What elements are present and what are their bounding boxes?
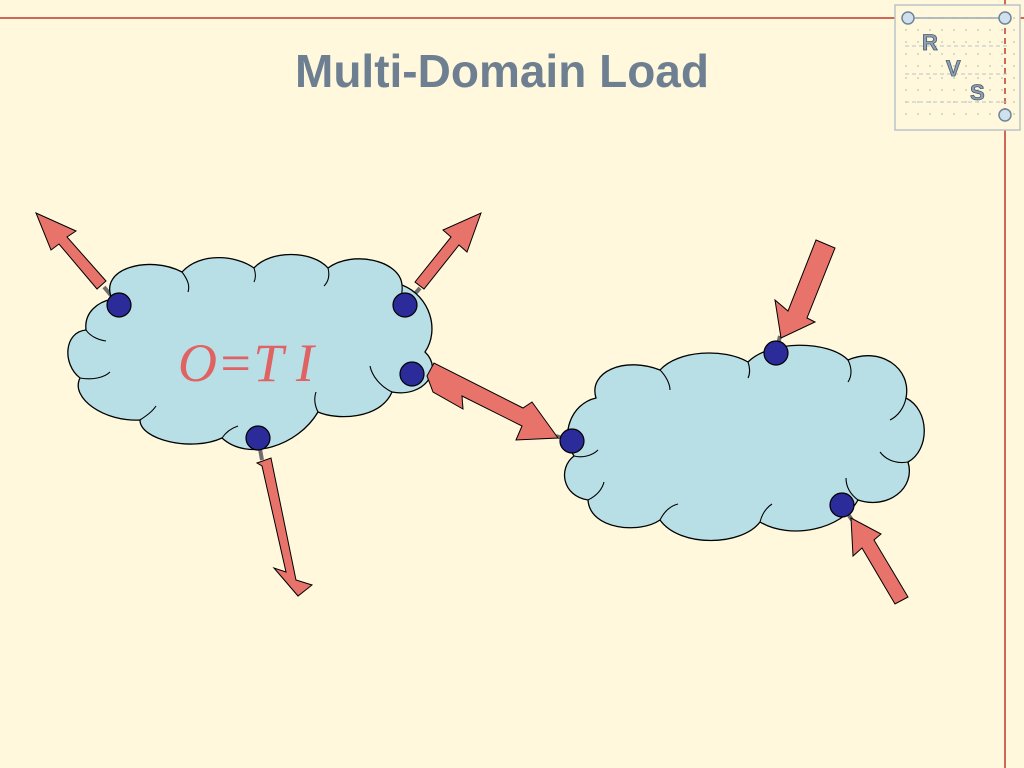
node-right-2 — [763, 340, 789, 366]
node-left-4 — [245, 425, 271, 451]
cloud-right-folds — [573, 359, 909, 523]
node-right-1 — [559, 428, 585, 454]
arrow-right-top — [774, 239, 836, 339]
formula-text: O=T I — [178, 333, 314, 393]
node-left-2 — [392, 292, 418, 318]
arrow-inter-domain — [426, 362, 559, 441]
node-left-3 — [399, 361, 425, 387]
node-left-1 — [106, 292, 132, 318]
logo-letter-v: V — [946, 56, 961, 81]
slide-title: Multi-Domain Load — [295, 45, 709, 97]
arrow-right-bottom — [850, 517, 909, 605]
arrow-bottom-down — [255, 457, 314, 597]
arrows — [35, 212, 909, 605]
logo-letter-r: R — [922, 30, 938, 55]
cloud-left — [67, 253, 433, 451]
arrow-top-left — [35, 212, 107, 290]
cloud-right — [564, 344, 925, 542]
logo-letter-s: S — [970, 80, 985, 105]
arrow-top-middle — [414, 212, 482, 290]
node-right-3 — [829, 492, 855, 518]
nodes — [106, 292, 855, 518]
cloud-left-folds — [79, 267, 403, 439]
rvs-logo: R V S — [894, 4, 1021, 131]
